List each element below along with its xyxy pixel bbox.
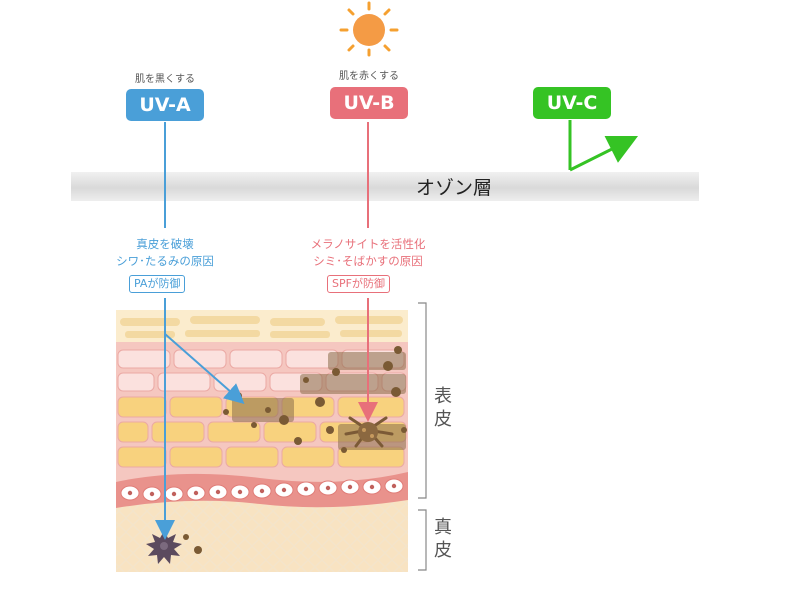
uvb-protection-label: SPFが防御 [327,275,390,293]
uva-effect-line1: 真皮を破壊 [136,237,194,251]
uva-effect-line2: シワ･たるみの原因 [116,254,214,268]
uvb-effect-line1: メラノサイトを活性化 [310,237,426,251]
epidermis-label: 表皮 [434,386,452,430]
ozone-layer-band [71,172,699,201]
dermis-label: 真皮 [434,517,452,561]
uvb-caption: 肌を赤くする [339,71,399,82]
uvc-badge: UV-C [533,87,611,119]
uva-protection-label: PAが防御 [129,275,186,293]
uvb-effect-text: メラノサイトを活性化 シミ･そばかすの原因 [293,236,443,270]
uvb-effect-line2: シミ･そばかすの原因 [313,254,423,268]
melanocyte-icon [344,416,394,448]
uva-effect-text: 真皮を破壊 シワ･たるみの原因 [95,236,235,270]
uvb-badge: UV-B [330,87,408,119]
ozone-layer-label: オゾン層 [416,177,493,199]
sun-icon [339,1,399,57]
uva-badge: UV-A [126,89,204,121]
uva-caption: 肌を黒くする [135,74,195,85]
